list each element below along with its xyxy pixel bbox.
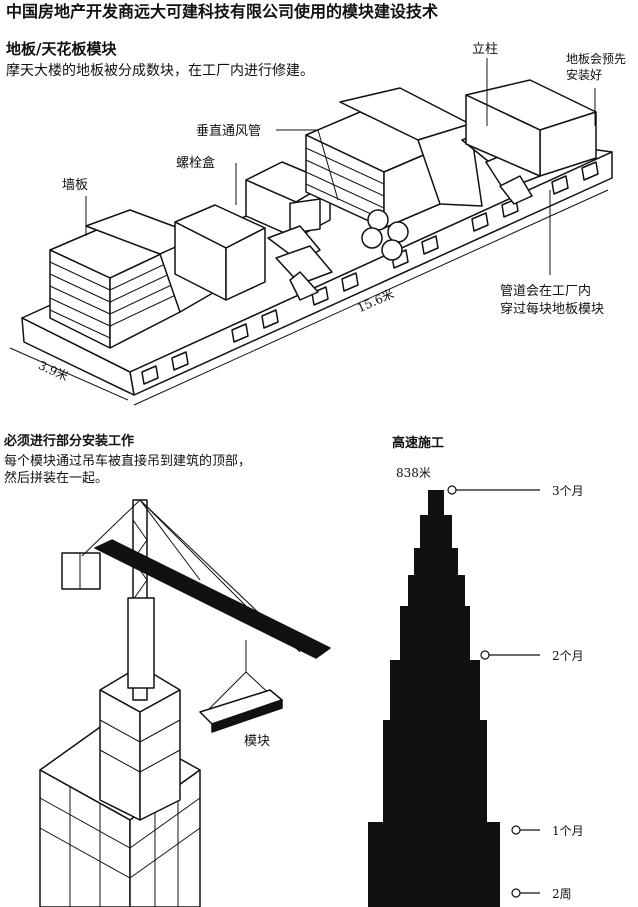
bolt-box	[174, 204, 266, 301]
label-vertical-duct: 垂直通风管	[196, 124, 262, 139]
crane-illustration	[39, 499, 331, 907]
milestone-label-4: 2周	[552, 887, 572, 901]
hanging-module	[199, 640, 283, 733]
install-section-heading: 必须进行部分安装工作	[4, 434, 135, 449]
milestone-dot-4	[511, 888, 521, 898]
pipe-bundle	[361, 209, 409, 261]
leader-lines	[85, 58, 596, 275]
milestone-dot-1	[447, 485, 457, 495]
dimension-lines	[9, 189, 609, 406]
label-preinstalled-1: 地板会预先	[566, 52, 627, 66]
milestone-markers	[447, 485, 540, 898]
label-pipes-1: 管道会在工厂内	[500, 284, 592, 299]
milestone-dot-2	[480, 650, 490, 660]
floor-section-heading: 地板/天花板模块	[6, 40, 117, 58]
platform-openings	[141, 161, 599, 385]
milestone-label-2: 2个月	[552, 649, 584, 663]
crane-cab	[127, 597, 155, 689]
install-description-2: 然后拼装在一起。	[4, 471, 109, 486]
crane-ties	[81, 499, 301, 653]
floor-module-illustration	[9, 58, 613, 406]
tower-height-label: 838米	[396, 466, 431, 480]
milestone-dot-3	[511, 825, 521, 835]
speed-section-heading: 高速施工	[392, 436, 445, 451]
install-description-1: 每个模块通过吊车被直接吊到建筑的顶部，	[4, 454, 252, 469]
tower-silhouette	[368, 490, 500, 907]
wall-panel-stack-middle	[305, 87, 483, 229]
module-label: 模块	[244, 734, 271, 749]
milestone-label-3: 1个月	[552, 824, 584, 838]
label-pipes-2: 穿过每块地板模块	[500, 302, 605, 317]
label-bolt-box: 螺栓盒	[176, 156, 216, 171]
main-title: 中国房地产开发商远大可建科技有限公司使用的模块建设技术	[6, 2, 439, 21]
label-preinstalled-2: 安装好	[566, 68, 603, 82]
floor-preinstalled-box	[465, 79, 597, 177]
platform-side	[21, 317, 135, 396]
steel-bracket-left	[267, 225, 333, 301]
floor-section-description: 摩天大楼的地板被分成数块，在工厂内进行修建。	[6, 63, 314, 79]
crane-jib	[94, 539, 331, 659]
crane-counterweight	[61, 552, 101, 590]
modular-building	[39, 665, 201, 907]
milestone-label-1: 3个月	[552, 484, 584, 498]
label-column: 立柱	[472, 42, 499, 57]
label-wall-panel: 墙板	[62, 178, 89, 193]
